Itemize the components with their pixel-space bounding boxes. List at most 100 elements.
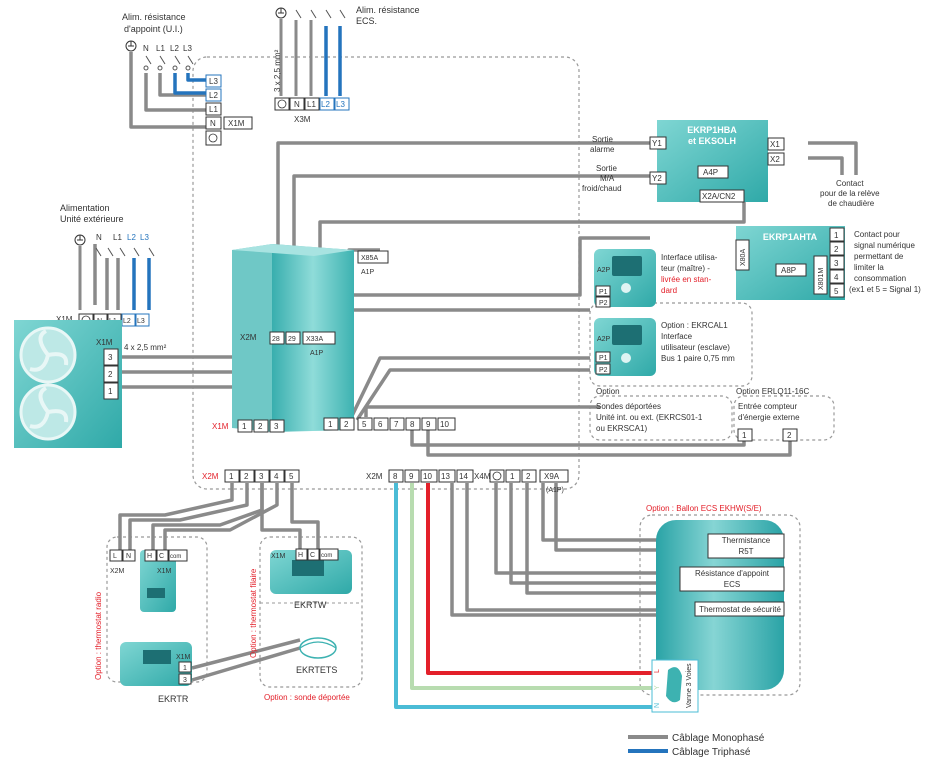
ekrtr-name: EKRTR bbox=[158, 694, 189, 704]
br-t9: 9 bbox=[409, 472, 414, 481]
slave-interface-frame bbox=[589, 302, 753, 387]
outdoor-t1: 1 bbox=[108, 387, 113, 396]
ecs-res-2: ECS bbox=[724, 580, 740, 589]
compteur-t2: 2 bbox=[787, 431, 792, 440]
indoor-unit: X2M 28 29 X33A A1P X85A A1P X1M 1 2 3 1 … bbox=[212, 244, 456, 433]
br-t10: 10 bbox=[423, 472, 432, 481]
ekrp1hba-y2: Y2 bbox=[652, 174, 662, 183]
ekrp1hba-module: EKRP1HBA et EKSOLH A4P X2A/CN2 Y1 Y2 X1 … bbox=[582, 120, 880, 208]
ekrp1hba-x1: X1 bbox=[770, 140, 780, 149]
indoor-b9: 9 bbox=[426, 420, 431, 429]
master-keypad-icon bbox=[621, 283, 631, 293]
ekrtw-com: com bbox=[321, 553, 332, 559]
outdoor-cable-label: 4 x 2,5 mm² bbox=[124, 343, 167, 352]
ekrtets-caption: Option : sonde déportée bbox=[264, 693, 350, 702]
supply-ji-top-n: N bbox=[143, 44, 149, 53]
radio-C: C bbox=[159, 553, 164, 560]
outdoor-term2-label: X1M bbox=[96, 338, 113, 347]
ekrtr-screen bbox=[143, 650, 171, 664]
ekrtw: Option : thermostat filaire EKRTW X1M H … bbox=[249, 548, 352, 658]
indoor-b7: 7 bbox=[394, 420, 399, 429]
ekrtr-t3: 3 bbox=[183, 677, 187, 684]
sondes-head: Option bbox=[596, 387, 620, 396]
indoor-b5: 5 bbox=[362, 420, 367, 429]
ecs-th-1: Thermistance bbox=[722, 536, 771, 545]
ekrp1hba-title-2: et EKSOLH bbox=[688, 136, 736, 146]
ekrtr-t1: 1 bbox=[183, 665, 187, 672]
br-x4m-t2: 2 bbox=[526, 472, 531, 481]
outdoor-top-n: N bbox=[96, 233, 102, 242]
supply-ji-title-2: d'appoint (U.I.) bbox=[124, 24, 183, 34]
ground-icon bbox=[74, 234, 86, 246]
outdoor-top-l1: L1 bbox=[113, 233, 122, 242]
ekrp1ahta-a8p: A8P bbox=[781, 266, 796, 275]
ahta-t2: 2 bbox=[834, 245, 839, 254]
br-t13: 13 bbox=[441, 472, 450, 481]
slave-p2: P2 bbox=[599, 367, 608, 374]
br-x2m-label: X2M bbox=[366, 472, 383, 481]
supply-ecs-title-2: ECS. bbox=[356, 16, 377, 26]
ahta-t3: 3 bbox=[834, 259, 839, 268]
indoor-x2m-label: X2M bbox=[240, 333, 257, 342]
ji-term-label: X1M bbox=[228, 119, 245, 128]
ecs-term-label: X3M bbox=[294, 115, 311, 124]
ecs-secu: Thermostat de sécurité bbox=[699, 605, 781, 614]
bx2m-t4: 4 bbox=[274, 472, 279, 481]
slave-keypad-icon bbox=[621, 353, 631, 363]
ekrp1hba-a4p: A4P bbox=[703, 168, 718, 177]
sortie-alarme-1: Sortie bbox=[592, 135, 613, 144]
br-t8: 8 bbox=[393, 472, 398, 481]
radio-N: N bbox=[126, 553, 131, 560]
outdoor-top-l3: L3 bbox=[140, 233, 149, 242]
ekrp1hba-y1: Y1 bbox=[652, 139, 662, 148]
indoor-x1m-label: X1M bbox=[212, 422, 229, 431]
ecs-term-l3: L3 bbox=[336, 100, 345, 109]
ekrp1ahta-title: EKRP1AHTA bbox=[763, 232, 818, 242]
ji-ground-icon bbox=[208, 133, 218, 143]
contact-2: pour de la relève bbox=[820, 189, 880, 198]
sondes-option: Option Sondes déportées Unité int. ou ex… bbox=[596, 387, 703, 433]
ji-term-l3: L3 bbox=[209, 77, 218, 86]
ekrtw-x1m: X1M bbox=[271, 553, 286, 560]
sortie-alarme-2: alarme bbox=[590, 145, 615, 154]
legend-mono: Câblage Monophasé bbox=[672, 733, 765, 744]
supply-ji-top-l1: L1 bbox=[156, 44, 165, 53]
sondes-desc-2: Unité int. ou ext. (EKRCS01-1 bbox=[596, 413, 703, 422]
ekrp1ahta-module: EKRP1AHTA A8P X80A X801M 1 2 3 4 5 Conta… bbox=[735, 226, 921, 300]
interface-slave: A2P P1 P2 Option : EKRCAL1 Interface uti… bbox=[594, 318, 735, 376]
valve-wires bbox=[394, 483, 660, 709]
ecs-valve-N: N bbox=[654, 703, 661, 708]
ahta-t4: 4 bbox=[834, 273, 839, 282]
breaker-icon bbox=[295, 9, 346, 19]
valve-icon bbox=[666, 667, 682, 703]
ecs-caption: Option : Ballon ECS EKHW(S/E) bbox=[646, 504, 762, 513]
slave-desc-1: Option : EKRCAL1 bbox=[661, 321, 728, 330]
indoor-a1p: A1P bbox=[310, 350, 324, 357]
compteur-desc-1: Entrée compteur bbox=[738, 402, 797, 411]
ecs-ground-icon bbox=[277, 99, 287, 109]
ahta-desc-1: Contact pour bbox=[854, 230, 900, 239]
ahta-desc-4: limiter la bbox=[854, 263, 884, 272]
bottom-right-terminals: X2M 8 9 10 13 14 X4M 1 2 X9A (A1P) bbox=[366, 469, 569, 494]
bx2m-t5: 5 bbox=[289, 472, 294, 481]
br-x4m-t1: 1 bbox=[510, 472, 515, 481]
outdoor-term-label: X1M bbox=[56, 315, 73, 324]
indoor-x1m-2: 2 bbox=[258, 422, 263, 431]
ecs-tank: Option : Ballon ECS EKHW(S/E) Thermistan… bbox=[646, 504, 785, 713]
indoor-b8: 8 bbox=[410, 420, 415, 429]
br-x4m-label: X4M bbox=[474, 472, 491, 481]
ecs-term-l2: L2 bbox=[321, 100, 330, 109]
bx2m-t2: 2 bbox=[244, 472, 249, 481]
interface-master: A2P P1 P2 Interface utilisa- teur (maîtr… bbox=[594, 249, 718, 308]
ahta-t1: 1 bbox=[834, 231, 839, 240]
slave-desc-3: utilisateur (esclave) bbox=[661, 343, 730, 352]
breaker-icon bbox=[95, 247, 155, 257]
ekrp1hba-x2a: X2A/CN2 bbox=[702, 192, 736, 201]
indoor-x1m-3: 3 bbox=[274, 422, 279, 431]
outdoor-term-l2: L2 bbox=[123, 318, 131, 325]
slave-desc-4: Bus 1 paire 0,75 mm bbox=[661, 354, 735, 363]
ecs-res-1: Résistance d'appoint bbox=[695, 569, 770, 578]
outdoor-title-1: Alimentation bbox=[60, 203, 110, 213]
ecs-vanne: Vanne 3 Voies bbox=[686, 663, 693, 708]
ekrtw-C: C bbox=[310, 552, 315, 559]
